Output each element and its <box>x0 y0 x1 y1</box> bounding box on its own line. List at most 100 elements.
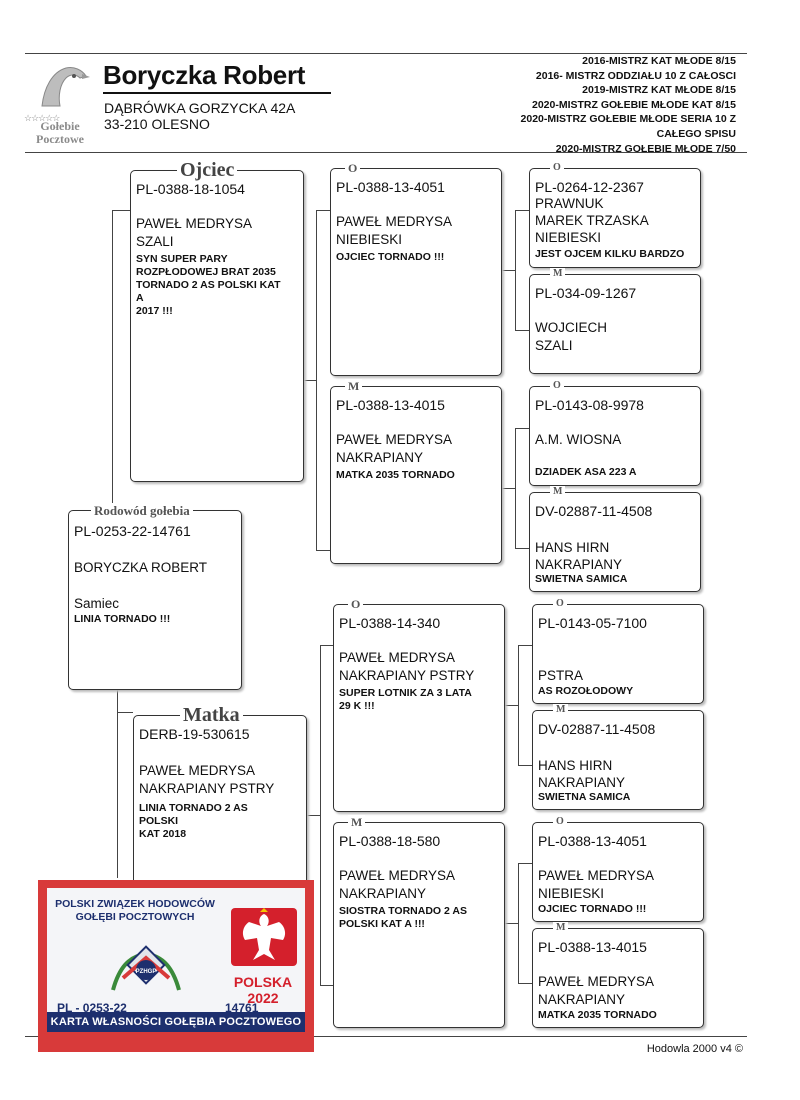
father-card[interactable]: Ojciec PL-0388-18-1054 PAWEŁ MEDRYSA SZA… <box>130 159 304 482</box>
info-line: PAWEŁ MEDRYSA <box>538 868 655 883</box>
note: OJCIEC TORNADO !!! <box>538 903 647 915</box>
info-line: PAWEŁ MEDRYSA <box>538 974 655 989</box>
note: LINIA TORNADO 2 AS POLSKI KAT 2018 <box>139 802 302 841</box>
sex-tag: M <box>550 486 566 497</box>
achievement: 2019-MISTRZ KAT MŁODE 8/15 <box>582 84 736 97</box>
logo-line2: Pocztowe <box>36 132 84 146</box>
sex-tag: M <box>345 379 363 394</box>
breeder: PAWEŁ MEDRYSA <box>336 214 453 229</box>
ring-number: PL-0143-08-9978 <box>535 397 644 413</box>
color: NAKRAPIANY PSTRY <box>339 668 475 683</box>
sex-tag: O <box>550 380 564 391</box>
card-ring-prefix: PL - 0253-22 <box>57 1001 127 1015</box>
owner-name: Boryczka Robert <box>103 60 306 90</box>
great-grandparent-card[interactable]: O PL-0388-13-4051 PAWEŁ MEDRYSA NIEBIESK… <box>532 816 704 922</box>
connector <box>515 428 529 429</box>
polish-eagle-icon <box>231 908 297 966</box>
info-line: A.M. WIOSNA <box>535 432 622 447</box>
achievement: 2016-MISTRZ KAT MŁODE 8/15 <box>582 55 736 67</box>
ring-number: DV-02887-11-4508 <box>538 721 656 737</box>
info-line: NIEBIESKI <box>535 230 602 245</box>
note-line: ROZPŁODOWEJ BRAT 2035 <box>136 266 276 278</box>
achievement: CAŁEGO SPISU <box>656 127 736 140</box>
subject-pigeon-card[interactable]: Rodowód gołebia PL-0253-22-14761 BORYCZK… <box>68 503 242 690</box>
note-line: POLSKI KAT A !!! <box>339 918 425 930</box>
mother-card[interactable]: Matka DERB-19-530615 PAWEŁ MEDRYSA NAKRA… <box>133 704 307 892</box>
ring-number: PL-0388-13-4015 <box>336 397 445 413</box>
note-line: SUPER LOTNIK ZA 3 LATA <box>339 687 472 699</box>
owner: BORYCZKA ROBERT <box>74 560 208 575</box>
info-line: NIEBIESKI <box>538 886 605 901</box>
color: NAKRAPIANY <box>336 450 424 465</box>
connector <box>518 863 519 983</box>
ownership-card: POLSKI ZWIĄZEK HODOWCÓW GOŁĘBI POCZTOWYC… <box>38 880 314 1052</box>
great-grandparent-card[interactable]: O PL-0143-05-7100 PSTRA AS ROZOŁODOWY <box>532 598 704 704</box>
note: JEST OJCEM KILKU BARDZO <box>535 248 685 260</box>
connector <box>320 645 321 985</box>
connector <box>320 645 334 646</box>
achievement: 2016- MISTRZ ODDZIAŁU 10 Z CAŁOSCI <box>535 69 736 82</box>
connector <box>316 210 330 211</box>
logo-stars: ☆☆☆☆☆ <box>24 113 60 123</box>
header-top-rule <box>25 53 747 54</box>
sex: Samiec <box>74 596 120 611</box>
grandparent-card[interactable]: M PL-0388-18-580 PAWEŁ MEDRYSA NAKRAPIAN… <box>333 815 505 1028</box>
note-line: A <box>136 292 144 304</box>
connector <box>515 210 529 211</box>
card-title-line2: GOŁĘBI POCZTOWYCH <box>75 911 195 923</box>
ring-number: PL-0388-18-1054 <box>136 181 245 197</box>
breeder: PAWEŁ MEDRYSA <box>339 868 456 883</box>
color: SZALI <box>136 234 174 249</box>
color: NIEBIESKI <box>336 232 403 247</box>
info-line: PRAWNUK <box>535 196 604 211</box>
ring-number: PL-0264-12-2367 <box>535 179 644 195</box>
ownership-card-inner: POLSKI ZWIĄZEK HODOWCÓW GOŁĘBI POCZTOWYC… <box>47 888 305 1032</box>
ring-number: PL-0388-13-4051 <box>538 833 647 849</box>
connector <box>504 923 518 924</box>
ring-number: PL-0388-18-580 <box>339 833 441 849</box>
note: SWIETNA SAMICA <box>538 791 631 803</box>
software-footer: Hodowla 2000 v4 © <box>646 1043 743 1055</box>
info-line: HANS HIRN <box>535 540 610 555</box>
sex-tag: O <box>345 161 361 176</box>
great-grandparent-card[interactable]: O PL-0264-12-2367 PRAWNUK MAREK TRZASKA … <box>529 162 701 268</box>
achievement: 2020-MISTRZ GOŁEBIE MŁODE KAT 8/15 <box>531 98 736 111</box>
connector <box>306 815 320 816</box>
pzhgp-emblem-icon: PZHGP <box>111 945 181 991</box>
connector <box>112 210 130 211</box>
great-grandparent-card[interactable]: M DV-02887-11-4508 HANS HIRN NAKRAPIANY … <box>529 486 701 592</box>
card-title-line1: POLSKI ZWIĄZEK HODOWCÓW <box>55 898 215 910</box>
color: NAKRAPIANY PSTRY <box>139 781 275 796</box>
great-grandparent-card[interactable]: M PL-034-09-1267 WOJCIECH SZALI <box>529 268 701 374</box>
sex-tag: M <box>348 815 366 830</box>
connector <box>501 270 515 271</box>
connector <box>302 380 316 381</box>
note: MATKA 2035 TORNADO <box>336 469 455 481</box>
achievements-list: 2016-MISTRZ KAT MŁODE 8/15 2016- MISTRZ … <box>521 54 736 156</box>
great-grandparent-card[interactable]: O PL-0143-08-9978 A.M. WIOSNA DZIADEK AS… <box>529 380 701 486</box>
grandparent-card[interactable]: O PL-0388-13-4051 PAWEŁ MEDRYSA NIEBIESK… <box>330 161 502 376</box>
grandparent-card[interactable]: M PL-0388-13-4015 PAWEŁ MEDRYSA NAKRAPIA… <box>330 379 502 564</box>
sex-tag: M <box>553 704 569 715</box>
connector <box>112 210 113 504</box>
info-line: NAKRAPIANY <box>535 557 623 572</box>
ring-number: DV-02887-11-4508 <box>535 503 653 519</box>
pigeon-logo-icon <box>41 67 90 107</box>
pedigree-tag: Rodowód gołebia <box>91 503 193 519</box>
grandparent-card[interactable]: O PL-0388-14-340 PAWEŁ MEDRYSA NAKRAPIAN… <box>333 597 505 812</box>
note-line: 2017 !!! <box>136 305 173 317</box>
card-ring-number: 14761 <box>225 1001 259 1015</box>
logo-text: Gołebie Pocztowe <box>18 120 102 146</box>
great-grandparent-card[interactable]: M DV-02887-11-4508 HANS HIRN NAKRAPIANY … <box>532 704 704 810</box>
info-line: NAKRAPIANY <box>538 775 626 790</box>
note-line: SIOSTRA TORNADO 2 AS <box>339 905 467 917</box>
info-line: PSTRA <box>538 668 584 683</box>
breeder: PAWEŁ MEDRYSA <box>336 432 453 447</box>
great-grandparent-card[interactable]: M PL-0388-13-4015 PAWEŁ MEDRYSA NAKRAPIA… <box>532 922 704 1028</box>
note-line: SYN SUPER PARY <box>136 253 228 265</box>
ring-number: PL-0253-22-14761 <box>74 523 191 539</box>
note: AS ROZOŁODOWY <box>538 685 634 697</box>
note: DZIADEK ASA 223 A <box>535 466 637 478</box>
mother-tag: Matka <box>180 704 243 727</box>
note-line: POLSKI <box>139 815 179 827</box>
